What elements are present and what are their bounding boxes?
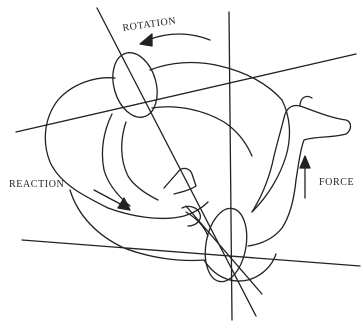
rotation-arrowhead [140,34,152,46]
lower-body-outline [70,190,204,261]
leg-outline [252,118,284,212]
force-arrowhead [300,156,310,168]
force-label: FORCE [319,178,354,188]
upper-arm-outline [102,114,130,206]
foot-outline [284,106,351,181]
reaction-label: REACTION [9,180,64,190]
seat-outline [204,254,276,281]
shoulder-blade-outline [152,107,252,156]
shoulder-joint-ellipse [106,47,165,122]
torso-top-outline [150,63,282,100]
rotation-arrow [148,34,210,40]
vertical-axis-line [229,12,232,320]
upper-shoulder-axis-line [16,54,356,132]
toe-outline [300,96,312,106]
inner-arm-outline [122,122,158,200]
knee-outline [248,180,296,246]
lower-hip-axis-line [22,240,360,266]
